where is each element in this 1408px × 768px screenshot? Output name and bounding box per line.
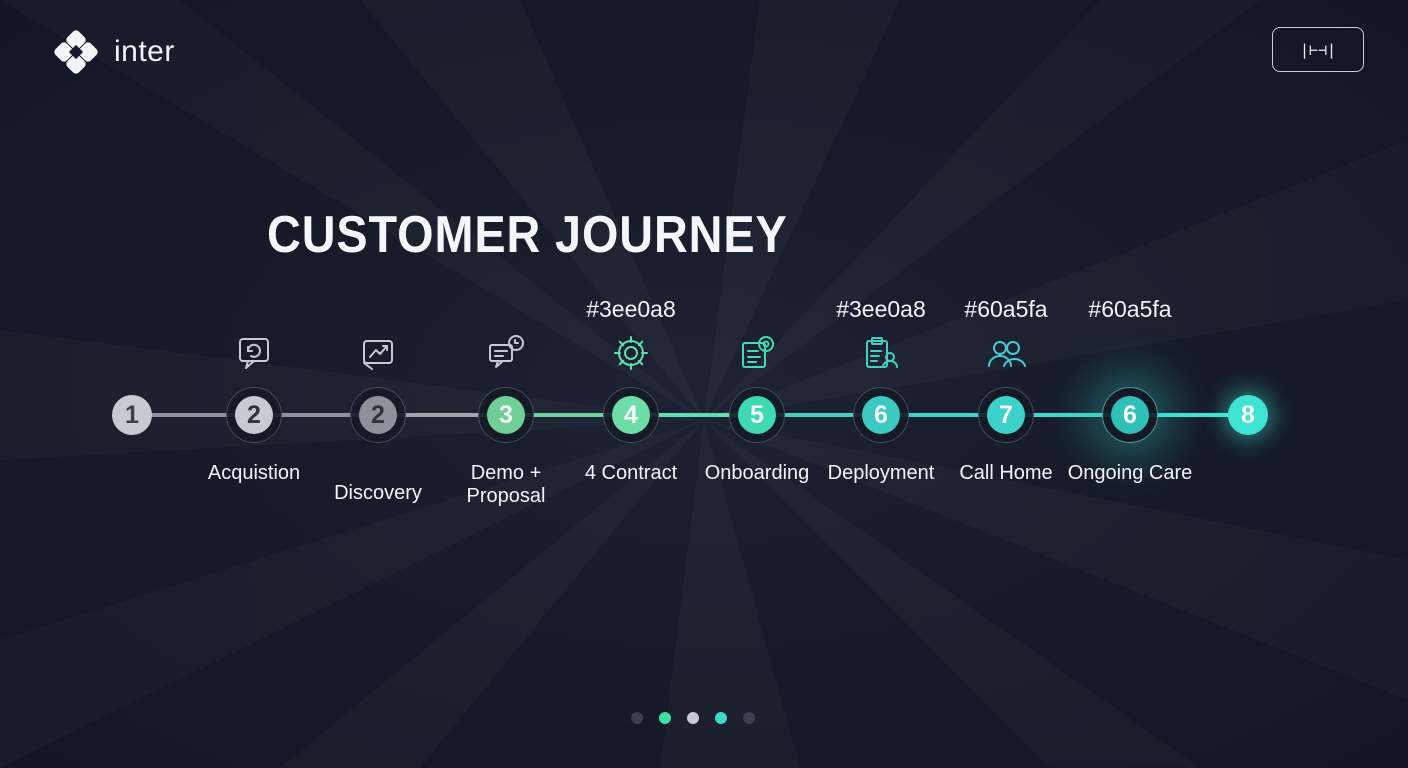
step-node[interactable]: 6 [1102,387,1158,443]
fit-width-button[interactable]: |⊢⊣| [1272,27,1364,72]
step-label: Ongoing Care [1067,462,1193,484]
step-node[interactable]: 4 [603,387,659,443]
diamond-cross-logo-icon [54,30,98,74]
step-node[interactable]: 7 [978,387,1034,443]
pagination-dots [631,712,771,724]
step-label: 4 Contract [584,462,678,484]
step-number: 2 [247,400,261,429]
gear-icon [614,336,648,370]
step-number: 6 [1123,400,1137,429]
pagination-dot[interactable] [715,712,727,724]
step-node[interactable]: 3 [478,387,534,443]
step-number: 8 [1241,400,1255,429]
pagination-dot[interactable] [659,712,671,724]
step-node[interactable]: 2 [226,387,282,443]
pagination-dot[interactable] [743,712,755,724]
step-number: 1 [125,400,139,429]
chat-refresh-icon [239,338,269,369]
step-number: 5 [750,400,764,429]
step-label: Discovery [334,482,422,504]
step-node[interactable]: 8 [1228,395,1268,435]
step-node[interactable]: 5 [729,387,785,443]
step-label: Onboarding [704,462,810,484]
pagination-dot[interactable] [631,712,643,724]
step-label: Call Home [959,462,1053,484]
step-label: Demo +Proposal [466,462,546,507]
step-color-code: #60a5fa [1088,296,1172,322]
step-color-code: #3ee0a8 [836,296,926,322]
document-badge-icon [742,336,774,368]
step-node[interactable]: 1 [112,395,152,435]
fit-width-icon: |⊢⊣| [1299,40,1337,59]
brand-logo[interactable]: inter [54,30,175,74]
step-color-code: #3ee0a8 [586,296,676,322]
step-color-code: #60a5fa [964,296,1048,322]
step-number: 6 [874,400,888,429]
brand-name: inter [114,35,175,68]
step-label: Deployment [827,462,935,484]
step-number: 7 [999,400,1013,429]
presentation-chat-icon [489,335,524,368]
chart-arrow-icon [363,340,393,370]
step-node[interactable]: 2 [350,387,406,443]
clipboard-user-icon [866,337,898,368]
pagination-dot[interactable] [687,712,699,724]
step-label: Acquistion [207,462,301,484]
step-number: 3 [499,400,513,429]
step-number: 4 [624,400,638,429]
step-number: 2 [371,400,385,429]
page-title: CUSTOMER JOURNEY [267,206,788,264]
step-node[interactable]: 6 [853,387,909,443]
users-icon [988,341,1026,367]
